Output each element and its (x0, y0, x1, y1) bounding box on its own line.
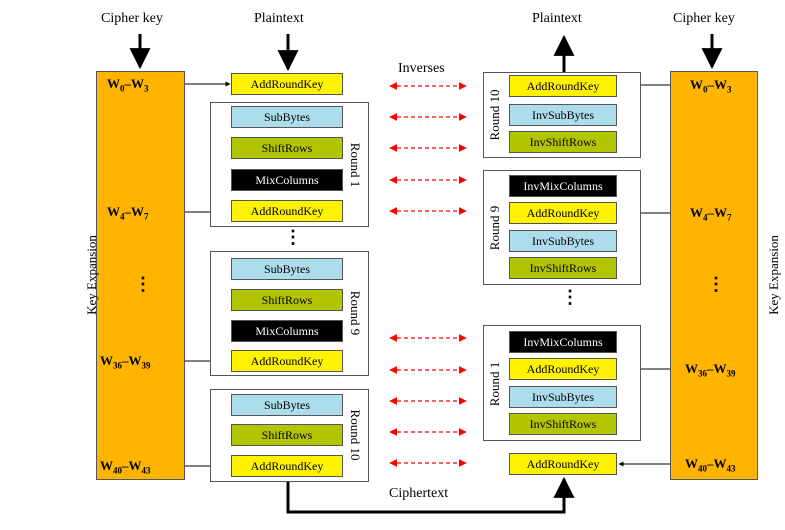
decrypt-round10-addroundkey: AddRoundKey (509, 75, 617, 97)
inverses-label: Inverses (398, 61, 445, 76)
encrypt-initial-addroundkey: AddRoundKey (231, 73, 343, 95)
inverse-arrows (389, 82, 467, 467)
key-word-w0-w3-right: W0–W3 (690, 77, 732, 95)
decrypt-round1-invmixcolumns: InvMixColumns (509, 331, 617, 353)
key-expansion-left-label: Key Expansion (84, 235, 99, 315)
decrypt-round1-label: Round 1 (487, 361, 502, 407)
plaintext-right-label: Plaintext (532, 11, 582, 26)
encrypt-round1-shiftrows: ShiftRows (231, 137, 343, 159)
decrypt-round9-invshiftrows: InvShiftRows (509, 257, 617, 279)
encrypt-round1-subbytes: SubBytes (231, 106, 343, 128)
encrypt-middle-dots: ⋮ (284, 227, 302, 247)
decrypt-round10-label: Round 10 (487, 89, 502, 141)
cipher-key-left-label: Cipher key (101, 11, 163, 26)
key-word-w4-w7-left: W4–W7 (107, 204, 149, 222)
decrypt-final-addroundkey: AddRoundKey (509, 453, 617, 475)
encrypt-round10-shiftrows: ShiftRows (231, 424, 343, 446)
key-expansion-right (670, 71, 758, 480)
cipher-key-right-label: Cipher key (673, 11, 735, 26)
key-word-w36-w39-left: W36–W39 (100, 353, 151, 371)
decrypt-round1-invsubbytes: InvSubBytes (509, 386, 617, 408)
encrypt-round1-addroundkey: AddRoundKey (231, 200, 343, 222)
ciphertext-path (286, 476, 575, 514)
plaintext-left-label: Plaintext (254, 11, 304, 26)
encrypt-round10-addroundkey: AddRoundKey (231, 455, 343, 477)
encrypt-round9-shiftrows: ShiftRows (231, 289, 343, 311)
decrypt-middle-dots: ⋮ (561, 287, 579, 307)
decrypt-round1-invshiftrows: InvShiftRows (509, 413, 617, 435)
decrypt-round9-label: Round 9 (487, 205, 502, 251)
encrypt-round1-mixcolumns: MixColumns (231, 169, 343, 191)
key-word-w0-w3-left: W0–W3 (107, 76, 149, 94)
key-expansion-left (96, 71, 185, 480)
encrypt-round9-addroundkey: AddRoundKey (231, 350, 343, 372)
key-expansion-right-label: Key Expansion (766, 235, 781, 315)
encrypt-round10-subbytes: SubBytes (231, 394, 343, 416)
encrypt-round10-label: Round 10 (348, 409, 363, 461)
key-expansion-left-dots: ⋮ (134, 274, 152, 294)
key-word-w40-w43-right: W40–W43 (685, 456, 736, 474)
encrypt-round9-label: Round 9 (348, 290, 363, 336)
ciphertext-label: Ciphertext (389, 486, 449, 501)
key-word-w40-w43-left: W40–W43 (100, 458, 151, 476)
decrypt-round9-invmixcolumns: InvMixColumns (509, 175, 617, 197)
key-expansion-right-dots: ⋮ (707, 274, 725, 294)
decrypt-round1-addroundkey: AddRoundKey (509, 358, 617, 380)
encrypt-round9-mixcolumns: MixColumns (231, 320, 343, 342)
decrypt-round10-invsubbytes: InvSubBytes (509, 104, 617, 126)
encrypt-round1-label: Round 1 (348, 142, 363, 188)
decrypt-round9-invsubbytes: InvSubBytes (509, 230, 617, 252)
decrypt-round10-invshiftrows: InvShiftRows (509, 131, 617, 153)
encrypt-round9-subbytes: SubBytes (231, 258, 343, 280)
key-word-w4-w7-right: W4–W7 (690, 205, 732, 223)
decrypt-round9-addroundkey: AddRoundKey (509, 202, 617, 224)
key-word-w36-w39-right: W36–W39 (685, 361, 736, 379)
